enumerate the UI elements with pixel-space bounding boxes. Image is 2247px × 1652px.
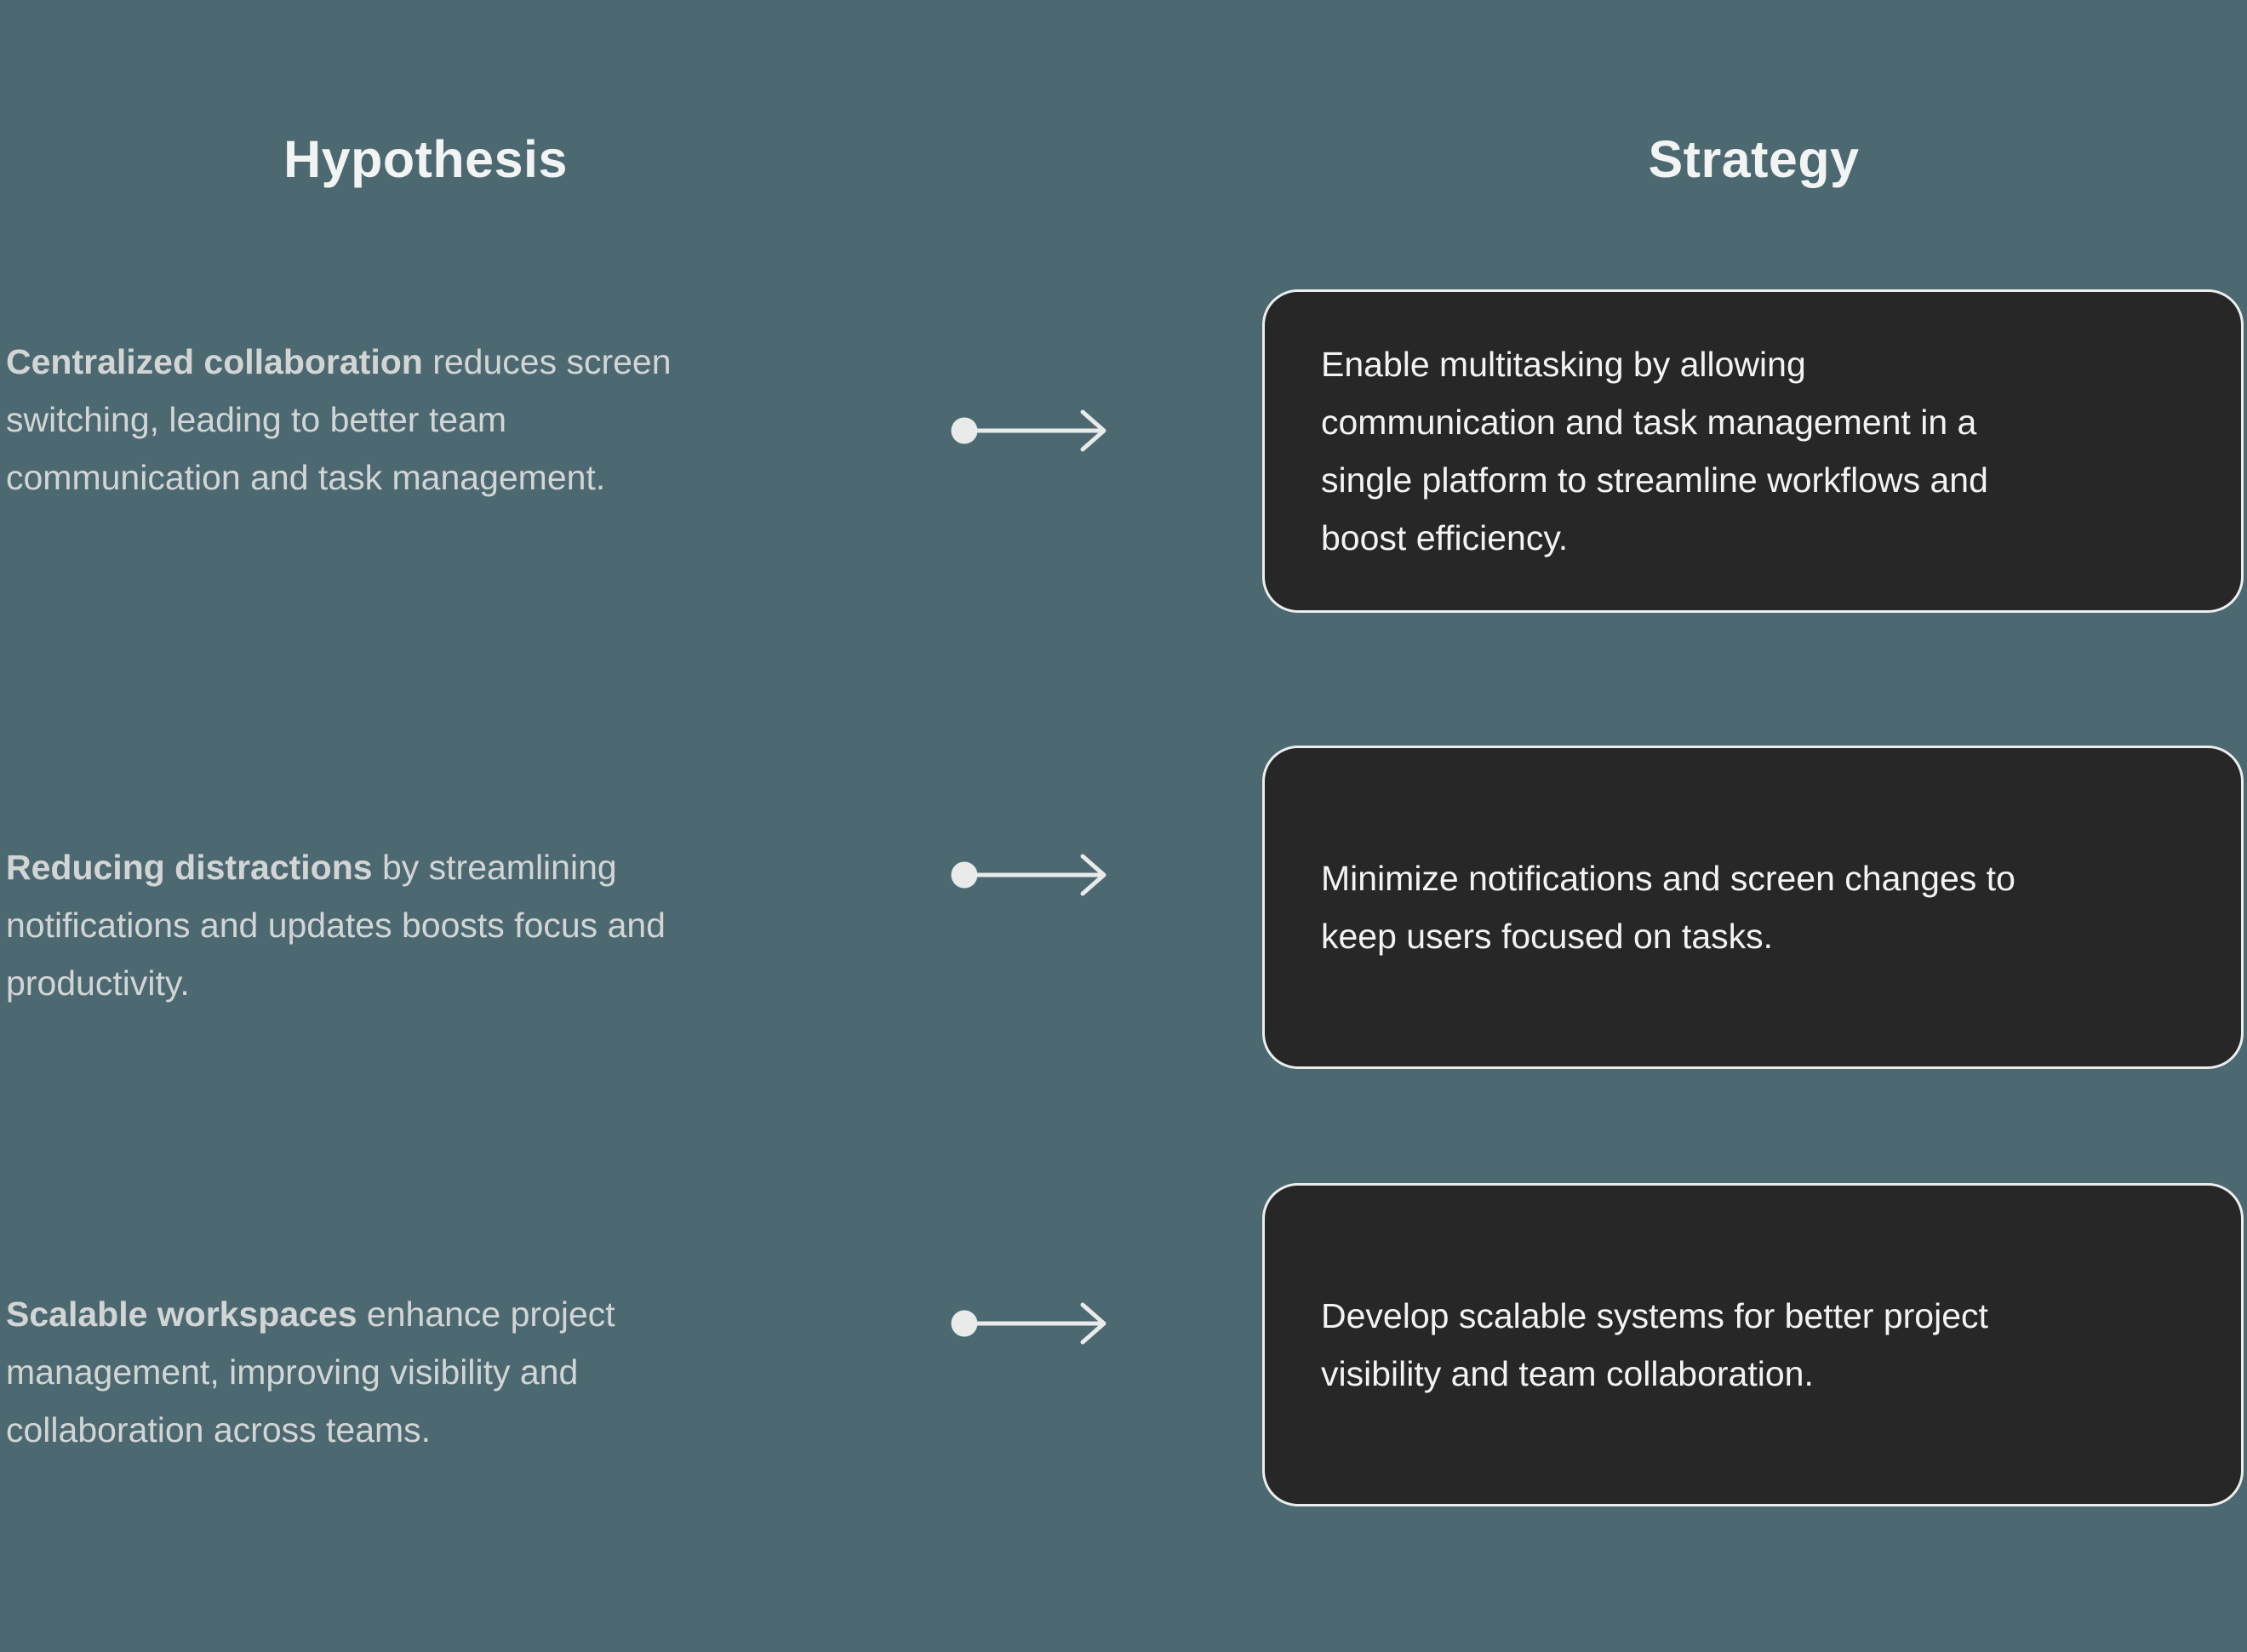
strategy-card-3: Develop scalable systems for better proj…: [1262, 1183, 2244, 1506]
strategy-text-2: Minimize notifications and screen change…: [1321, 859, 2015, 956]
column-heading-hypothesis: Hypothesis: [283, 130, 568, 188]
strategy-card-2: Minimize notifications and screen change…: [1262, 746, 2244, 1069]
flow-arrow-icon: [951, 854, 1106, 896]
flow-arrow-icon: [951, 1302, 1106, 1345]
column-heading-strategy: Strategy: [1648, 130, 1860, 188]
strategy-text-3: Develop scalable systems for better proj…: [1321, 1296, 1988, 1393]
hypothesis-text-1: Centralized collaboration reduces screen…: [6, 342, 672, 497]
flow-arrow-icon: [951, 409, 1106, 452]
